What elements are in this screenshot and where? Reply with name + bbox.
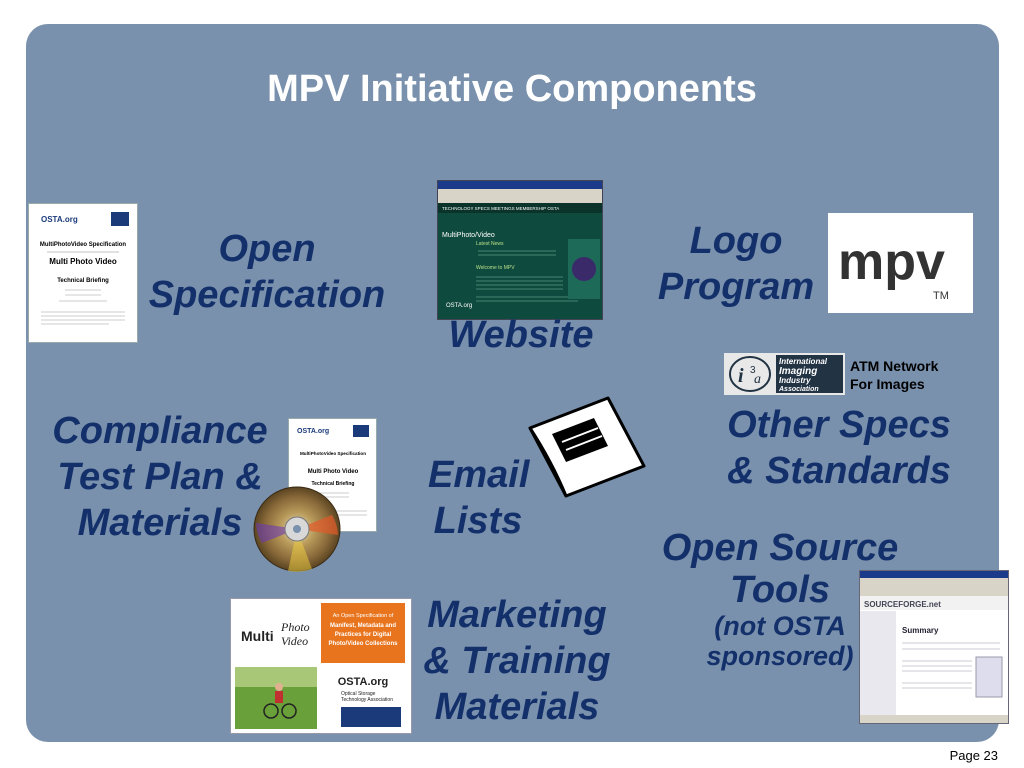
svg-text:OSTA.org: OSTA.org bbox=[446, 303, 472, 309]
svg-text:Optical Storage: Optical Storage bbox=[341, 691, 376, 697]
sourceforge-screenshot-thumbnail: SOURCEFORGE.net Summary bbox=[859, 570, 1009, 724]
email-lists-label: Email Lists bbox=[428, 454, 530, 542]
svg-text:OSTA.org: OSTA.org bbox=[297, 428, 329, 435]
mpv-logo-image: mpv TM bbox=[838, 233, 949, 302]
svg-text:Association: Association bbox=[778, 386, 819, 393]
svg-text:MultiPhoto/Video: MultiPhoto/Video bbox=[442, 232, 495, 239]
website-label: Website bbox=[448, 314, 594, 356]
svg-text:a: a bbox=[754, 372, 761, 387]
website-screenshot-thumbnail: TECHNOLOGY SPECS MEETINGS MEMBERSHIP OST… bbox=[437, 180, 603, 320]
svg-text:MultiPhotoVideo Specification: MultiPhotoVideo Specification bbox=[300, 451, 366, 456]
svg-text:Latest News: Latest News bbox=[476, 241, 504, 247]
sourceforge-screenshot-image: SOURCEFORGE.net Summary bbox=[860, 571, 1008, 723]
svg-text:International: International bbox=[779, 357, 828, 366]
open-specification-label: Open Specification bbox=[148, 228, 386, 316]
svg-text:An Open Specification of: An Open Specification of bbox=[333, 613, 394, 619]
svg-text:Multi: Multi bbox=[241, 628, 274, 644]
svg-text:Multi Photo Video: Multi Photo Video bbox=[308, 469, 359, 475]
svg-text:SOURCEFORGE.net: SOURCEFORGE.net bbox=[864, 600, 941, 609]
website-screenshot-image: TECHNOLOGY SPECS MEETINGS MEMBERSHIP OST… bbox=[438, 181, 602, 309]
svg-text:Photo: Photo bbox=[280, 620, 310, 634]
logo-program-label: Logo Program bbox=[657, 220, 815, 308]
svg-text:OSTA.org: OSTA.org bbox=[41, 215, 78, 224]
envelope-icon bbox=[522, 392, 650, 504]
svg-text:Multi Photo Video: Multi Photo Video bbox=[49, 257, 117, 266]
svg-text:MultiPhotoVideo Specification: MultiPhotoVideo Specification bbox=[40, 242, 127, 248]
page-number: Page 23 bbox=[949, 748, 998, 763]
other-specs-label: Other Specs & Standards bbox=[727, 404, 951, 492]
marketing-brochure-image: Multi Photo Video An Open Specification … bbox=[235, 603, 405, 729]
svg-text:Summary: Summary bbox=[902, 626, 939, 635]
svg-text:3: 3 bbox=[750, 365, 756, 376]
open-spec-document-thumbnail: OSTA.org MultiPhotoVideo Specification M… bbox=[28, 203, 138, 343]
open-source-label: Open Source Tools (not OSTA sponsored) bbox=[661, 527, 899, 671]
svg-text:Manifest, Metadata and: Manifest, Metadata and bbox=[330, 623, 396, 629]
i3a-logo: i 3 a International Imaging Industry Ass… bbox=[724, 353, 845, 395]
svg-text:Practices for Digital: Practices for Digital bbox=[335, 632, 392, 638]
svg-text:Video: Video bbox=[281, 634, 308, 648]
svg-text:Photo/Video Collections: Photo/Video Collections bbox=[329, 641, 399, 647]
mpv-logo: mpv TM bbox=[828, 213, 973, 313]
atm-network-caption: ATM Network For Images bbox=[850, 358, 939, 392]
document-page-image: OSTA.org MultiPhotoVideo Specification M… bbox=[40, 212, 129, 325]
svg-text:Industry: Industry bbox=[779, 376, 811, 385]
svg-text:Imaging: Imaging bbox=[779, 366, 817, 377]
marketing-label: Marketing & Training Materials bbox=[423, 594, 611, 728]
svg-text:Welcome to MPV: Welcome to MPV bbox=[476, 265, 515, 271]
cd-disc-image bbox=[252, 485, 342, 573]
svg-text:Technical Briefing: Technical Briefing bbox=[57, 278, 109, 284]
svg-text:Technology Association: Technology Association bbox=[341, 697, 393, 703]
svg-text:TECHNOLOGY SPECS MEETINGS M: TECHNOLOGY SPECS MEETINGS MEMBERSHIP OST… bbox=[442, 206, 559, 211]
svg-text:i: i bbox=[738, 365, 744, 387]
i3a-logo-image: i 3 a International Imaging Industry Ass… bbox=[729, 355, 843, 393]
email-envelope-icon bbox=[528, 396, 646, 498]
svg-text:TM: TM bbox=[933, 290, 949, 302]
cd-disc-icon bbox=[253, 486, 341, 572]
marketing-brochure-thumbnail: Multi Photo Video An Open Specification … bbox=[230, 598, 412, 734]
svg-text:mpv: mpv bbox=[838, 233, 945, 291]
compliance-label: Compliance Test Plan & Materials bbox=[52, 410, 268, 544]
svg-text:Technical Briefing: Technical Briefing bbox=[312, 481, 355, 487]
slide-title: MPV Initiative Components bbox=[267, 68, 757, 110]
svg-text:OSTA.org: OSTA.org bbox=[338, 676, 389, 688]
